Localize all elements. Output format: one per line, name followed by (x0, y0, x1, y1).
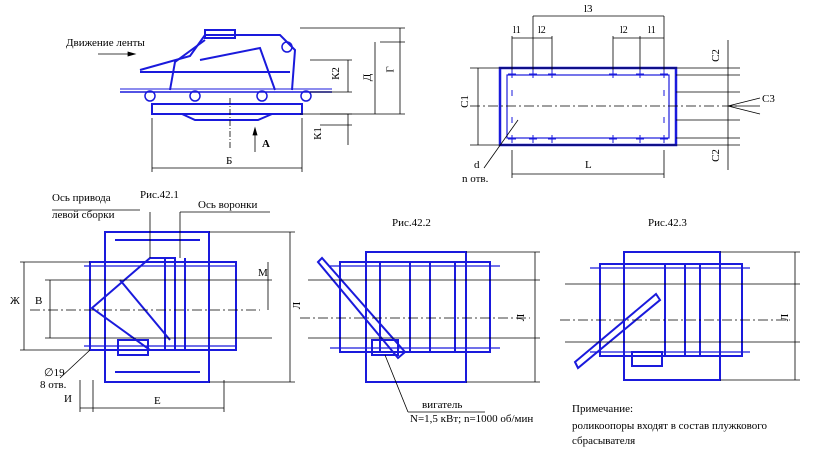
dim-d-hole-label: d (474, 159, 480, 171)
motor-label-1: вигатель (422, 399, 463, 411)
dim-i-label: И (64, 393, 72, 405)
belt-direction-label: Движение ленты (66, 37, 145, 49)
dim-l2-right-label: l2 (620, 25, 628, 36)
funnel-axis-label: Ось воронки (198, 199, 258, 211)
dim-zh-label: Ж (10, 295, 20, 307)
dim-c3-label: C3 (762, 93, 775, 105)
fig2-caption: Рис.42.2 (392, 217, 431, 229)
dim-c2-bottom-label: C2 (709, 149, 722, 162)
drive-axis-label-1: Ось привода (52, 192, 111, 204)
hole-count-label: 8 отв. (40, 379, 67, 391)
dim-g-label: Г (384, 66, 397, 73)
note-line-2: сбрасывателя (572, 435, 636, 447)
fig1-view (20, 209, 295, 412)
dim-c1-label: C1 (458, 95, 471, 108)
dim-b-top-label: Б (226, 155, 233, 167)
drive-axis-label-2: левой сборки (52, 209, 115, 221)
note-title: Примечание: (572, 403, 634, 415)
dim-k2-label: К2 (329, 67, 342, 80)
dim-e-label: Е (154, 395, 161, 407)
motor-label-2: N=1,5 кВт; n=1000 об/мин (410, 413, 534, 425)
fig3-view (560, 251, 800, 381)
view-a-label: А (262, 138, 270, 150)
dim-d-label: Д (361, 73, 374, 82)
dim-c2-top-label: C2 (709, 49, 722, 62)
dim-l1-left-label: l1 (513, 25, 521, 36)
dim-l3-label: l3 (584, 3, 593, 15)
holes-n-label: n отв. (462, 173, 489, 185)
dim-k1-label: К1 (311, 127, 324, 140)
dim-v-label: В (35, 295, 43, 307)
plan-view (470, 15, 761, 178)
side-view-dimensions (98, 27, 405, 172)
fig2-view (300, 251, 540, 413)
dim-m-label: М (258, 267, 268, 279)
dim-l-fig1-label: Л (291, 301, 304, 310)
fig3-caption: Рис.42.3 (648, 217, 687, 229)
dim-l-fig2-label: Л (515, 313, 528, 322)
dim-l1-right-label: l1 (648, 25, 656, 36)
dim-l-fig3-label: Л (779, 313, 792, 322)
dim-l2-left-label: l2 (538, 25, 546, 36)
note-line-1: роликоопоры входят в состав плужкового (572, 420, 767, 432)
dim-l-label: L (585, 159, 592, 171)
side-view (120, 29, 332, 121)
fig1-caption: Рис.42.1 (140, 189, 179, 201)
hole-dia-label: ∅19 (44, 367, 65, 379)
